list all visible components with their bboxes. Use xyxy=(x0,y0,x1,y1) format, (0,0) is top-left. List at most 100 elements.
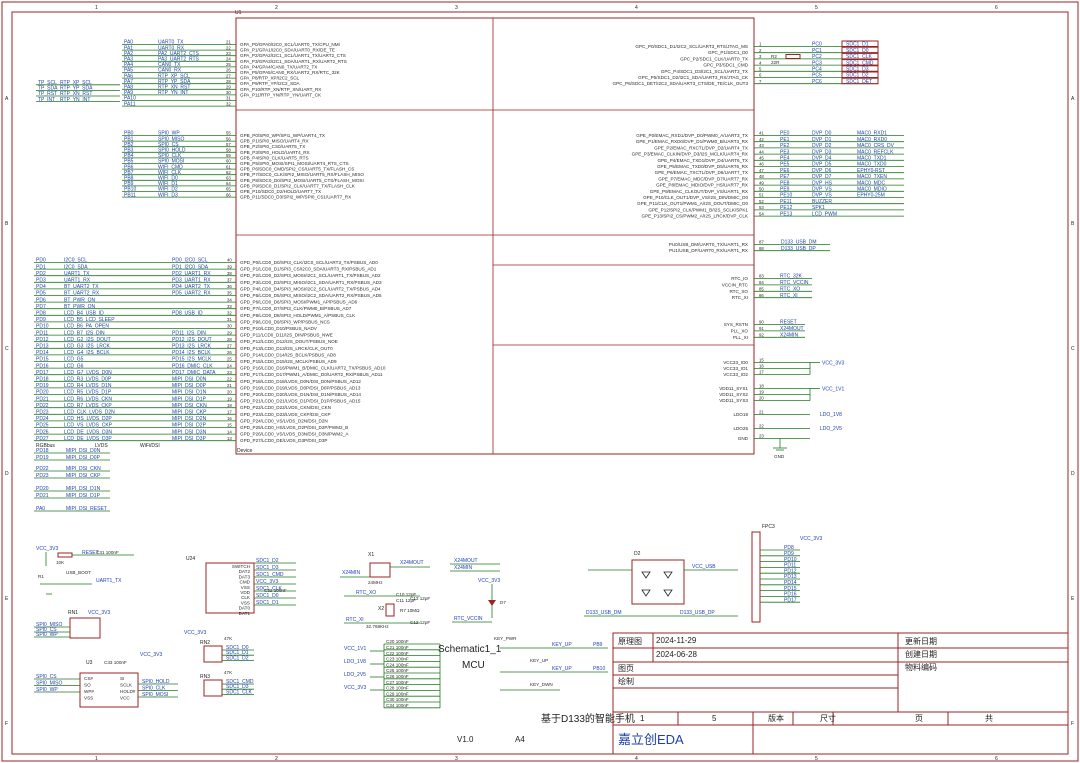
net-label: DVP_D1 xyxy=(812,137,832,143)
pin-name: GPE_P8/EMAC_MDIO/DVP_HS/UART7_RX xyxy=(656,183,748,188)
net-label: DVP_VS xyxy=(812,193,832,199)
pin-number: 32 xyxy=(226,101,231,106)
frame-col-label: 4 xyxy=(635,756,638,762)
pin-name: VSS xyxy=(241,585,250,590)
pin-number: 17 xyxy=(759,370,764,375)
pin-number: 22 xyxy=(226,45,231,50)
pin-name: SYS_RSTN xyxy=(724,322,748,327)
net-label: PC4 xyxy=(812,67,822,73)
pin-number: 40 xyxy=(227,258,232,263)
pin-number: 87 xyxy=(759,240,764,245)
net-label: LDO_1V8 xyxy=(820,412,842,418)
pin-name: GPE_P10/CLK_OUT1/DVP_VS/I2S_DIN/DMIC_D0 xyxy=(643,195,748,200)
net-label: PD3_UART1_RX xyxy=(172,278,211,284)
tb-date1: 2024-11-29 xyxy=(656,636,697,645)
net-label: PB7 xyxy=(124,170,134,176)
pin-name: GPD_P4/LCD0_D4/SPI3_MOSI/I2C2_SCL/UART2_… xyxy=(240,286,381,291)
pin-name: GPE_P1/EMAC_RXD0/DVP_D1/PWM0_B/UART3_RX xyxy=(636,139,748,144)
net-label: PB11 xyxy=(124,192,136,198)
net-label: PD1_I2C0_SDA xyxy=(172,264,209,270)
cap-label: C20 100nF xyxy=(386,639,409,644)
usb-bridge-body xyxy=(631,559,685,605)
net-label: PB9 xyxy=(124,181,134,187)
net-label: RTP_YP_SDA xyxy=(158,79,191,85)
net-label: PD16_DMIC_CLK xyxy=(172,363,213,369)
net-label: SDC1_D2 xyxy=(226,655,249,661)
pin-number: 56 xyxy=(226,136,231,141)
net-label: RTC_XI xyxy=(780,293,798,299)
pin-number: 16 xyxy=(759,364,764,369)
pin-number: 23 xyxy=(227,370,232,375)
pin-name: GPE_P5/EMAC_TXD0/DVP_D5/UART6_RX xyxy=(657,164,748,169)
pin-name: GPD_P26/LCD0_VS/LVDS_D3N/DSI_D3N/PWM2_A xyxy=(240,432,349,437)
net-label: SDC1_D2 xyxy=(256,558,279,564)
net-label: TP_RST xyxy=(38,91,57,97)
pin-number: 25 xyxy=(227,357,232,362)
pin-name: GPC_P6/SDC1_DET/I2C2_SDA/UART3_CTS/DE_TE… xyxy=(613,81,749,86)
xtal24-body xyxy=(369,562,391,578)
net-label: PE6 xyxy=(780,168,790,174)
pin-number: 4 xyxy=(759,60,762,65)
tb-size-label: 尺寸 xyxy=(820,713,836,723)
cap-label: C30 100nF xyxy=(386,697,409,702)
pin-name: RTC_XI xyxy=(732,295,748,300)
net-label: UART1_RX xyxy=(64,278,91,284)
pin-number: 2 xyxy=(759,48,762,53)
net-label: DVP_D6 xyxy=(812,168,832,174)
net-label: MAC0_CRS_DV xyxy=(857,143,895,149)
pin-number: 36 xyxy=(227,284,232,289)
net-label: MAC0_RXD0 xyxy=(857,137,887,143)
net-label: SPI0_HOLD xyxy=(142,679,170,685)
resistor xyxy=(785,54,801,59)
frame-row-label: A xyxy=(1071,96,1075,102)
net-label: MIPI_DSI_D1P xyxy=(172,396,207,402)
pin-number: 28 xyxy=(226,79,231,84)
net-label: LCD_R7_LVDS_CKP xyxy=(64,403,112,409)
pin-number: 66 xyxy=(226,192,231,197)
tb-drawing-label: 原理图 xyxy=(618,637,642,646)
net-label: PA7 xyxy=(124,79,133,85)
rn3-ref: RN3 xyxy=(200,674,210,680)
net-label: PC0 xyxy=(812,42,822,48)
bridge-diode xyxy=(641,571,651,579)
pin-name: DAT2 xyxy=(239,569,251,574)
pin-name: GPD_P18/LCD0_D18/LVDS_D0N/DSI_D0N/PSBUS_… xyxy=(240,379,361,384)
bridge-diode xyxy=(663,571,673,579)
pin-name: GPD_P27/LCD0_DE/LVDS_D3P/DSI_D3P xyxy=(240,438,328,443)
net-label: SDC1_D1 xyxy=(846,42,869,48)
net-label: PA11 xyxy=(124,101,136,107)
pin-number: 54 xyxy=(759,211,764,216)
net-label: X24MOUT xyxy=(454,558,478,564)
net-label: WIFI_CMD xyxy=(158,164,183,170)
net-label: PA2_UART2_CTS xyxy=(158,51,200,57)
pin-name: SWITCH xyxy=(232,564,250,569)
tb-version-label: 版本 xyxy=(768,713,784,723)
bus-label: RGBbus xyxy=(36,443,55,449)
net-label: BT_PWR_ON xyxy=(64,297,96,303)
net-label: PC6 xyxy=(812,79,822,85)
pin-number: 47 xyxy=(759,168,764,173)
net-label: PB1 xyxy=(124,136,134,142)
cap-label: C28 100nF xyxy=(386,686,409,691)
frame-row-label: F xyxy=(1071,721,1074,727)
pin-number: 22 xyxy=(227,377,232,382)
net-label: LCD_R6_LVDS_CKN xyxy=(64,396,112,402)
pin-name: GPE_P0/EMAC_RXD1/DVP_D0/PWM0_A/UART3_TX xyxy=(636,133,748,138)
net-label: MIPI_DSI_D3N xyxy=(172,429,207,435)
frame-col-label: 5 xyxy=(815,756,818,762)
net-label: SPI0_MISO xyxy=(36,681,63,687)
net-label: PD1 xyxy=(36,264,46,270)
pin-name: GPD_P24/LCD0_VS/LVDS_D2N/DSI_D2N xyxy=(240,418,328,423)
frame-row-label: C xyxy=(1071,346,1075,352)
tb-pages-label: 图页 xyxy=(618,664,634,673)
pin-name: GPC_P3/SDC1_CMD xyxy=(703,63,748,68)
pin-name: GPD_P21/LCD0_D21/LVDS_D1P/DSI_D1P/PSBUS_… xyxy=(240,399,361,404)
net-label: UART0_TX xyxy=(158,40,184,46)
cap-label: C29 100nF xyxy=(386,691,409,696)
net-label: PD3 xyxy=(36,278,46,284)
pin-number: 46 xyxy=(759,162,764,167)
net-label: RTP_YP_SDA xyxy=(60,86,93,92)
